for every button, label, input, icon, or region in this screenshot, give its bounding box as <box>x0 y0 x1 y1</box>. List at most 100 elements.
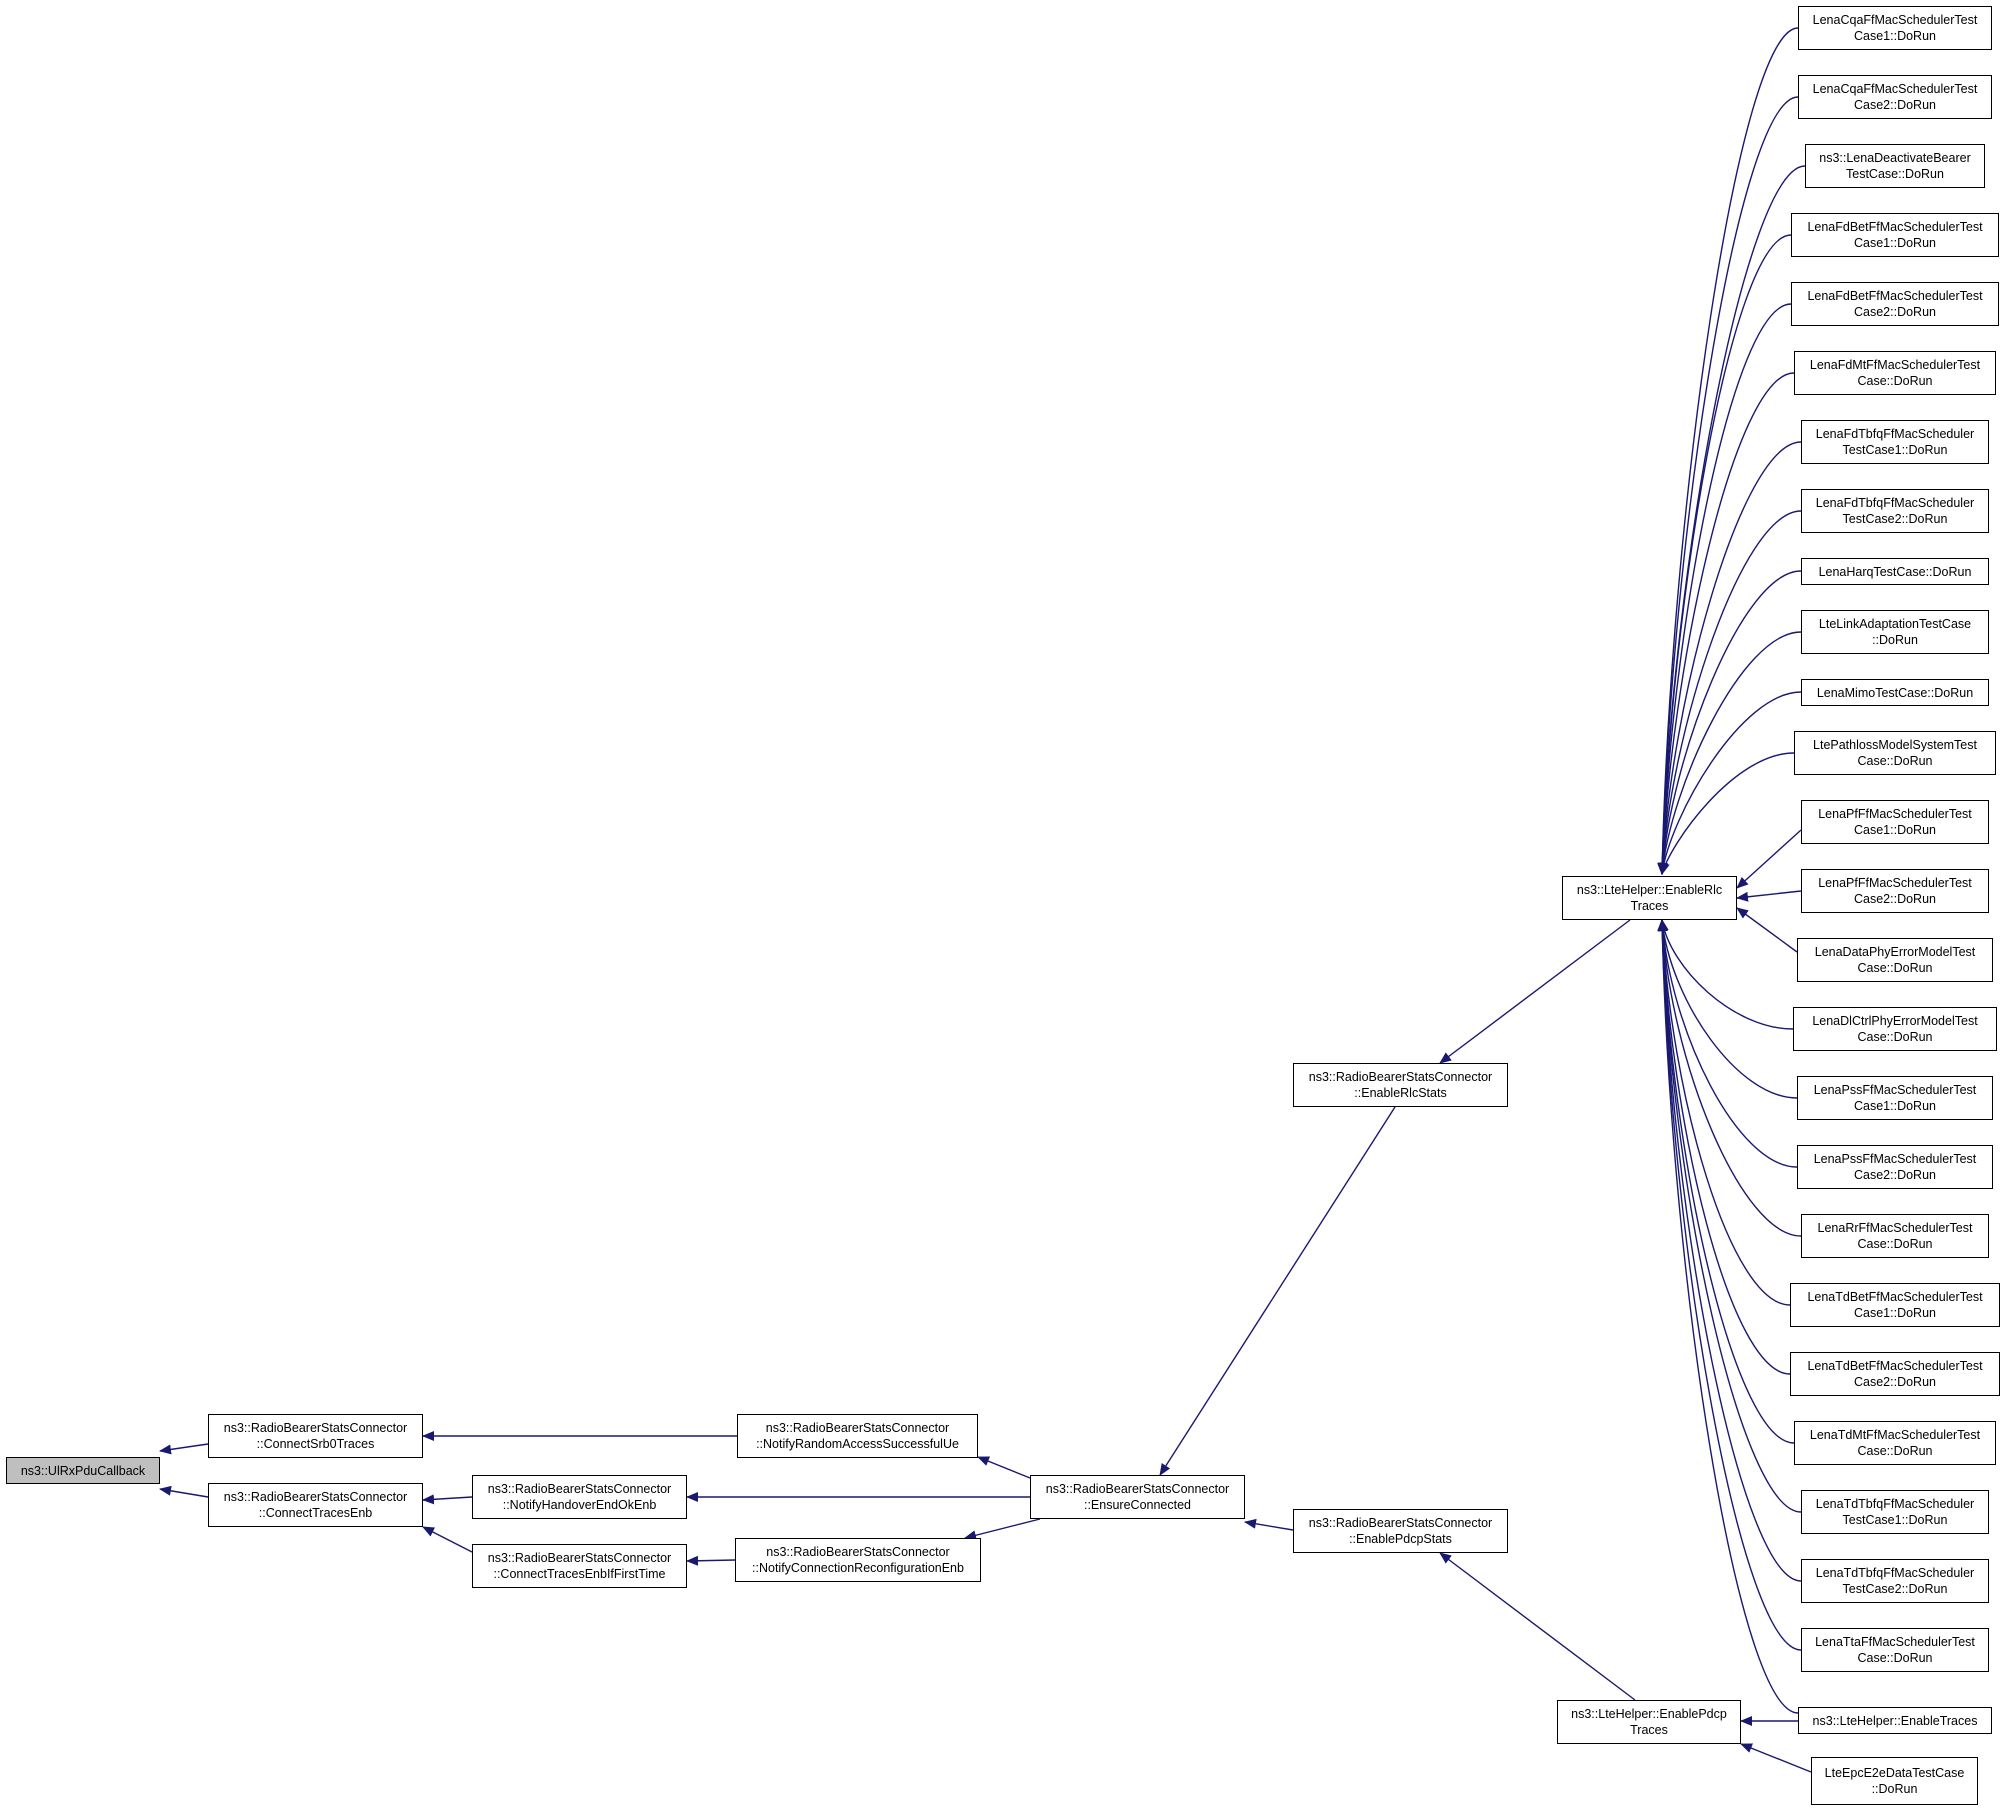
node-test-t16[interactable]: LenaDlCtrlPhyErrorModelTest Case::DoRun <box>1793 1007 1997 1051</box>
edge-epce2e-to-pdcptraces <box>1740 1743 1812 1773</box>
node-label: LenaPfFfMacSchedulerTest Case2::DoRun <box>1818 876 1972 906</box>
node-notify-handover-end-ok-enb[interactable]: ns3::RadioBearerStatsConnector ::NotifyH… <box>472 1475 687 1519</box>
node-test-t4[interactable]: LenaFdBetFfMacSchedulerTest Case1::DoRun <box>1791 213 1999 257</box>
edge-t3-to-rlctraces <box>1657 165 1806 875</box>
node-test-t10[interactable]: LteLinkAdaptationTestCase ::DoRun <box>1801 610 1989 654</box>
edge-t17-to-rlctraces <box>1658 919 1798 1099</box>
node-test-t14[interactable]: LenaPfFfMacSchedulerTest Case2::DoRun <box>1801 869 1989 913</box>
node-test-t7[interactable]: LenaFdTbfqFfMacScheduler TestCase1::DoRu… <box>1801 420 1989 464</box>
node-label: ns3::RadioBearerStatsConnector ::NotifyC… <box>752 1545 964 1575</box>
node-test-t3[interactable]: ns3::LenaDeactivateBearer TestCase::DoRu… <box>1805 144 1985 188</box>
edge-t12-to-rlctraces <box>1659 752 1795 875</box>
node-label: LenaTtaFfMacSchedulerTest Case::DoRun <box>1815 1635 1975 1665</box>
node-notify-random-access-successful-ue[interactable]: ns3::RadioBearerStatsConnector ::NotifyR… <box>737 1414 978 1458</box>
edge-t1-to-rlctraces <box>1657 27 1799 875</box>
edge-tracesenb-to-ulrx <box>159 1485 209 1498</box>
node-test-t9[interactable]: LenaHarqTestCase::DoRun <box>1801 558 1989 585</box>
node-notify-connection-reconfiguration-enb[interactable]: ns3::RadioBearerStatsConnector ::NotifyC… <box>735 1538 981 1582</box>
node-label: LenaRrFfMacSchedulerTest Case::DoRun <box>1817 1221 1973 1251</box>
edge-t20-to-rlctraces <box>1657 919 1791 1306</box>
edge-t9-to-rlctraces <box>1657 570 1802 875</box>
node-enable-rlc-stats[interactable]: ns3::RadioBearerStatsConnector ::EnableR… <box>1293 1063 1508 1107</box>
edge-enbiffirst-to-tracesenb <box>422 1526 473 1553</box>
node-ul-rx-pdu-callback: ns3::UlRxPduCallback <box>6 1457 160 1484</box>
edge-handover-to-tracesenb <box>422 1494 473 1505</box>
edge-t13-to-rlctraces <box>1736 829 1802 889</box>
node-label: LenaTdBetFfMacSchedulerTest Case1::DoRun <box>1807 1290 1983 1320</box>
node-ensure-connected[interactable]: ns3::RadioBearerStatsConnector ::EnsureC… <box>1030 1475 1245 1519</box>
node-label: ns3::RadioBearerStatsConnector ::EnsureC… <box>1045 1482 1230 1512</box>
node-label: ns3::UlRxPduCallback <box>20 1463 146 1478</box>
node-label: LenaFdBetFfMacSchedulerTest Case1::DoRun <box>1807 220 1983 250</box>
edge-t25-to-rlctraces <box>1657 919 1802 1651</box>
node-test-t25[interactable]: LenaTtaFfMacSchedulerTest Case::DoRun <box>1801 1628 1989 1672</box>
edge-rlctraces-to-rlcstats <box>1439 919 1631 1064</box>
node-label: LenaPssFfMacSchedulerTest Case1::DoRun <box>1813 1083 1977 1113</box>
edge-t7-to-rlctraces <box>1657 441 1802 875</box>
node-test-t22[interactable]: LenaTdMtFfMacSchedulerTest Case::DoRun <box>1794 1421 1996 1465</box>
node-label: LenaTdTbfqFfMacScheduler TestCase2::DoRu… <box>1815 1566 1975 1596</box>
edge-t21-to-rlctraces <box>1657 919 1791 1375</box>
node-label: LteEpcE2eDataTestCase ::DoRun <box>1824 1766 1965 1796</box>
edge-t19-to-rlctraces <box>1657 919 1802 1237</box>
node-label: LenaCqaFfMacSchedulerTest Case1::DoRun <box>1812 13 1978 43</box>
node-label: LenaFdTbfqFfMacScheduler TestCase1::DoRu… <box>1815 427 1975 457</box>
node-label: ns3::RadioBearerStatsConnector ::Connect… <box>487 1551 672 1581</box>
node-connect-srb0-traces[interactable]: ns3::RadioBearerStatsConnector ::Connect… <box>208 1414 423 1458</box>
node-test-t2[interactable]: LenaCqaFfMacSchedulerTest Case2::DoRun <box>1798 75 1992 119</box>
node-test-t11[interactable]: LenaMimoTestCase::DoRun <box>1801 679 1989 706</box>
node-test-t17[interactable]: LenaPssFfMacSchedulerTest Case1::DoRun <box>1797 1076 1993 1120</box>
node-lte-helper-enable-pdcp-traces[interactable]: ns3::LteHelper::EnablePdcp Traces <box>1557 1700 1741 1744</box>
node-label: ns3::LteHelper::EnableTraces <box>1812 1713 1978 1728</box>
edge-rlcstats-to-ensure <box>1159 1106 1396 1476</box>
node-connect-traces-enb[interactable]: ns3::RadioBearerStatsConnector ::Connect… <box>208 1483 423 1527</box>
node-label: LteLinkAdaptationTestCase ::DoRun <box>1818 617 1972 647</box>
edge-t16-to-rlctraces <box>1658 919 1794 1030</box>
node-test-t15[interactable]: LenaDataPhyErrorModelTest Case::DoRun <box>1797 938 1993 982</box>
node-label: ns3::LenaDeactivateBearer TestCase::DoRu… <box>1819 151 1971 181</box>
node-lte-helper-enable-traces[interactable]: ns3::LteHelper::EnableTraces <box>1798 1707 1992 1734</box>
node-test-t21[interactable]: LenaTdBetFfMacSchedulerTest Case2::DoRun <box>1790 1352 2000 1396</box>
node-test-t20[interactable]: LenaTdBetFfMacSchedulerTest Case1::DoRun <box>1790 1283 2000 1327</box>
edge-connreconf-to-enbiffirst <box>686 1555 736 1566</box>
node-test-t18[interactable]: LenaPssFfMacSchedulerTest Case2::DoRun <box>1797 1145 1993 1189</box>
node-test-t23[interactable]: LenaTdTbfqFfMacScheduler TestCase1::DoRu… <box>1801 1490 1989 1534</box>
node-label: LenaCqaFfMacSchedulerTest Case2::DoRun <box>1812 82 1978 112</box>
node-label: LenaFdTbfqFfMacScheduler TestCase2::DoRu… <box>1815 496 1975 526</box>
node-label: LtePathlossModelSystemTest Case::DoRun <box>1813 738 1977 768</box>
node-label: LenaPssFfMacSchedulerTest Case2::DoRun <box>1813 1152 1977 1182</box>
node-test-t1[interactable]: LenaCqaFfMacSchedulerTest Case1::DoRun <box>1798 6 1992 50</box>
node-label: LenaFdMtFfMacSchedulerTest Case::DoRun <box>1809 358 1981 388</box>
node-connect-traces-enb-if-first-time[interactable]: ns3::RadioBearerStatsConnector ::Connect… <box>472 1544 687 1588</box>
node-label: ns3::RadioBearerStatsConnector ::NotifyR… <box>756 1421 959 1451</box>
edge-pdcptraces-to-pdcpstats <box>1439 1552 1636 1701</box>
edge-t14-to-rlctraces <box>1736 890 1802 902</box>
node-label: LenaDataPhyErrorModelTest Case::DoRun <box>1814 945 1976 975</box>
node-test-t12[interactable]: LtePathlossModelSystemTest Case::DoRun <box>1794 731 1996 775</box>
node-label: ns3::RadioBearerStatsConnector ::EnableP… <box>1308 1516 1493 1546</box>
node-label: LenaPfFfMacSchedulerTest Case1::DoRun <box>1818 807 1972 837</box>
node-lte-epc-e2e-data-test-case[interactable]: LteEpcE2eDataTestCase ::DoRun <box>1811 1757 1978 1805</box>
edge-t10-to-rlctraces <box>1658 631 1802 875</box>
node-test-t19[interactable]: LenaRrFfMacSchedulerTest Case::DoRun <box>1801 1214 1989 1258</box>
node-enable-pdcp-stats[interactable]: ns3::RadioBearerStatsConnector ::EnableP… <box>1293 1509 1508 1553</box>
node-label: ns3::RadioBearerStatsConnector ::Connect… <box>223 1490 408 1520</box>
edge-t23-to-rlctraces <box>1657 919 1802 1513</box>
node-test-t24[interactable]: LenaTdTbfqFfMacScheduler TestCase2::DoRu… <box>1801 1559 1989 1603</box>
node-lte-helper-enable-rlc-traces[interactable]: ns3::LteHelper::EnableRlc Traces <box>1562 876 1737 920</box>
node-test-t6[interactable]: LenaFdMtFfMacSchedulerTest Case::DoRun <box>1794 351 1996 395</box>
edge-t8-to-rlctraces <box>1657 510 1802 875</box>
edge-t11-to-rlctraces <box>1658 691 1802 875</box>
edge-t5-to-rlctraces <box>1657 303 1792 875</box>
edge-t6-to-rlctraces <box>1657 372 1795 875</box>
node-label: LenaTdBetFfMacSchedulerTest Case2::DoRun <box>1807 1359 1983 1389</box>
edge-srb0-to-ulrx <box>159 1443 209 1455</box>
node-label: ns3::LteHelper::EnablePdcp Traces <box>1571 1707 1727 1737</box>
edge-t18-to-rlctraces <box>1657 919 1798 1168</box>
node-test-t5[interactable]: LenaFdBetFfMacSchedulerTest Case2::DoRun <box>1791 282 1999 326</box>
node-test-t8[interactable]: LenaFdTbfqFfMacScheduler TestCase2::DoRu… <box>1801 489 1989 533</box>
edge-ensure-to-connreconf <box>964 1518 1041 1541</box>
node-test-t13[interactable]: LenaPfFfMacSchedulerTest Case1::DoRun <box>1801 800 1989 844</box>
edge-t22-to-rlctraces <box>1657 919 1795 1444</box>
